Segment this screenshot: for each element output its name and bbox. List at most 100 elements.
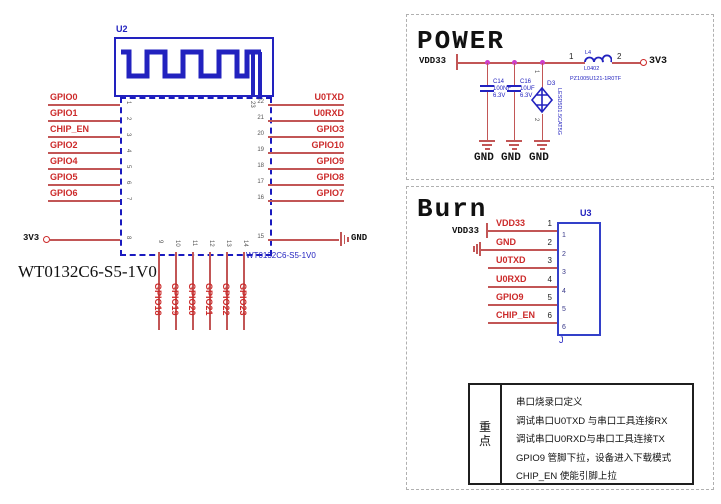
wire-segment	[48, 104, 120, 106]
antenna-outline	[114, 37, 274, 97]
diode-pin-number: 2	[533, 118, 539, 122]
net-label: VDD33	[496, 218, 526, 228]
module-pin-number: 7	[125, 197, 131, 201]
connector-suffix: J	[559, 335, 564, 345]
module-body	[120, 97, 272, 256]
net-label: U0RXD	[313, 108, 344, 118]
power-port-icon	[486, 223, 488, 238]
module-part-number: WT0132C6-S5-1V0	[18, 262, 157, 281]
wire-segment	[268, 239, 339, 241]
notes-table: 重点 串口烧录口定义 调试串口U0TXD 与串口工具连接RX 调试串口U0RXD…	[468, 383, 694, 485]
wire-segment	[513, 63, 515, 85]
connector-body	[557, 222, 601, 336]
wire-segment	[268, 136, 344, 138]
module-designator: U2	[116, 24, 128, 34]
connector-pin-number: 5	[547, 293, 552, 302]
notes-side-cell: 重点	[470, 385, 502, 483]
module-pin-number: 5	[125, 165, 131, 169]
connector-inner-number: 3	[562, 269, 566, 276]
gnd-label: GND	[474, 152, 494, 164]
burn-section-title: Burn	[417, 194, 488, 224]
power-net-label: 3V3	[23, 233, 40, 243]
junction-dot	[511, 59, 517, 65]
ground-icon	[537, 144, 547, 146]
wire-segment	[226, 252, 228, 330]
wire-segment	[486, 92, 488, 140]
module-pin-number: 10	[174, 240, 180, 247]
wire-segment	[50, 239, 120, 241]
wire-segment	[48, 136, 120, 138]
module-pin-number: 6	[125, 181, 131, 185]
wire-segment	[488, 304, 557, 306]
component-ref: L4	[585, 50, 592, 56]
module-pin-number: 15	[257, 234, 264, 240]
wire-segment	[488, 322, 557, 324]
module-pin-number: 18	[257, 163, 264, 169]
module-pin-number: 11	[191, 240, 197, 247]
ground-icon	[347, 237, 349, 242]
component-value: 10UF	[520, 86, 535, 92]
ground-icon	[506, 140, 522, 142]
component-value: 100NF	[493, 86, 512, 92]
esd-diode-icon	[530, 86, 554, 114]
wire-segment	[192, 252, 194, 330]
module-pin-number: 1	[125, 101, 131, 105]
net-label: GPIO6	[50, 188, 78, 198]
connector-inner-number: 5	[562, 306, 566, 313]
module-pin-number: 14	[242, 240, 248, 247]
connector-pin-number: 3	[547, 256, 552, 265]
wire-segment	[481, 249, 557, 251]
wire-segment	[268, 120, 344, 122]
connector-inner-number: 1	[562, 232, 566, 239]
capacitor-icon	[507, 90, 521, 92]
wire-segment	[457, 62, 585, 64]
capacitor-icon	[507, 85, 521, 87]
module-pin-number: 16	[257, 195, 264, 201]
vdd33-port-label: VDD33	[419, 56, 447, 66]
connector-pin-number: 2	[547, 238, 552, 247]
net-label: GPIO9	[496, 292, 524, 302]
ground-icon	[479, 140, 495, 142]
component-voltage: 6.3V	[520, 93, 533, 99]
gnd-label: GND	[529, 152, 549, 164]
net-port-icon	[43, 236, 50, 243]
module-part-number-small: WT0132C6-S5-1V0	[246, 251, 316, 260]
component-ref: D3	[547, 80, 556, 87]
net-label: GPIO7	[316, 188, 344, 198]
module-pin-number: 13	[225, 240, 231, 247]
junction-dot	[539, 59, 545, 65]
net-label: GPIO3	[316, 124, 344, 134]
net-label: CHIP_EN	[50, 124, 90, 134]
ground-icon	[479, 242, 481, 256]
component-part: PZ1005U121-1R0TF	[570, 76, 622, 82]
connector-pin-number: 1	[547, 219, 552, 228]
ground-icon	[482, 144, 492, 146]
power-output-label: 3V3	[649, 56, 668, 67]
diode-pin-number: 1	[533, 70, 539, 74]
wire-segment	[243, 252, 245, 330]
module-pin-number: 4	[125, 149, 131, 153]
connector-inner-number: 6	[562, 324, 566, 331]
wire-segment	[48, 120, 120, 122]
net-label: GPIO9	[316, 156, 344, 166]
net-label: GPIO2	[50, 140, 78, 150]
module-pin-number: 17	[257, 179, 264, 185]
component-ref: C16	[520, 79, 532, 85]
net-label: GPIO23	[238, 283, 248, 316]
wire-segment	[209, 252, 211, 330]
ground-icon	[484, 148, 490, 150]
wire-segment	[268, 184, 344, 186]
net-label: GPIO22	[221, 283, 231, 316]
ground-icon	[473, 246, 475, 252]
net-label: GPIO1	[50, 108, 78, 118]
wire-segment	[48, 152, 120, 154]
component-part: LESD5D1.5CAT5G	[556, 88, 562, 135]
net-port-icon	[640, 59, 647, 66]
connector-inner-number: 4	[562, 288, 566, 295]
net-label: CHIP_EN	[496, 310, 536, 320]
capacitor-icon	[480, 85, 494, 87]
net-label: U0TXD	[314, 92, 344, 102]
net-label: GPIO10	[311, 140, 344, 150]
inductor-pin-number: 2	[617, 52, 622, 61]
power-section-box	[406, 14, 714, 180]
